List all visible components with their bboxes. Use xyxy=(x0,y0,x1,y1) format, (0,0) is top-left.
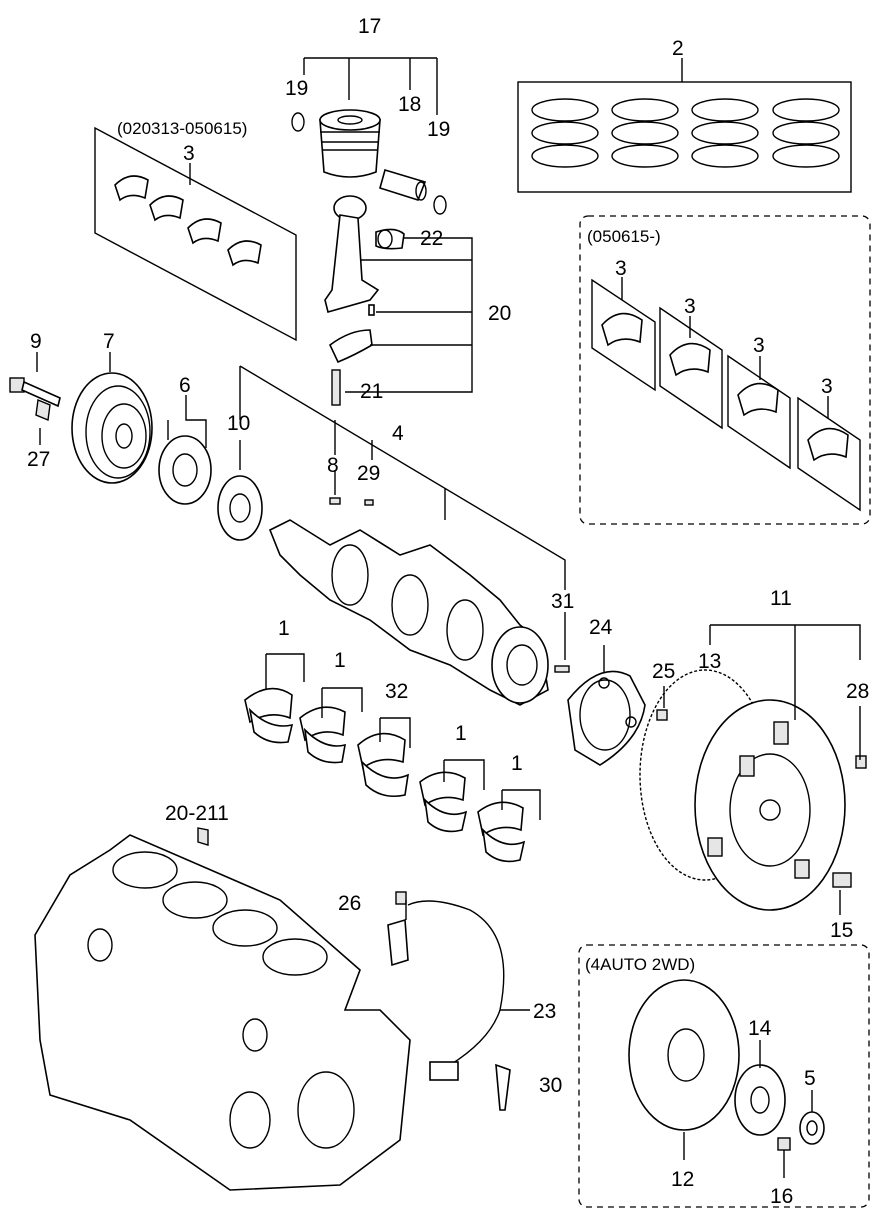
group-label-auto-trans: (4AUTO 2WD) xyxy=(585,955,695,974)
callout-2: 2 xyxy=(672,37,684,60)
callout-14: 14 xyxy=(748,1017,772,1040)
cylinder-block xyxy=(34,827,411,1191)
callout-16: 16 xyxy=(770,1185,793,1208)
callout-1-b: 1 xyxy=(334,649,346,672)
auto-drive-plate-group xyxy=(578,944,870,1208)
callout-25: 25 xyxy=(652,660,675,683)
bearing-set-old xyxy=(94,126,297,342)
crankshaft xyxy=(239,365,570,706)
flywheel xyxy=(639,624,867,915)
group-label-bearing-new: (050615-) xyxy=(587,227,661,246)
callout-3-new-c: 3 xyxy=(753,334,765,357)
callout-12: 12 xyxy=(671,1168,694,1191)
callout-32: 32 xyxy=(385,680,408,703)
callout-9: 9 xyxy=(30,330,42,353)
callout-26: 26 xyxy=(338,892,361,915)
callout-28: 28 xyxy=(846,680,869,703)
callout-3-new-a: 3 xyxy=(615,257,627,280)
callout-3-new-d: 3 xyxy=(821,375,833,398)
callout-31: 31 xyxy=(551,590,574,613)
callout-19-right: 19 xyxy=(427,118,450,141)
group-label-bearing-old: (020313-050615) xyxy=(117,119,247,138)
callout-20-211: 20-211 xyxy=(165,802,229,825)
callout-24: 24 xyxy=(589,616,613,639)
drive-plate xyxy=(567,645,668,766)
callout-8: 8 xyxy=(327,454,339,477)
callout-10: 10 xyxy=(227,412,250,435)
callout-27: 27 xyxy=(27,448,50,471)
callout-23: 23 xyxy=(533,1000,556,1023)
callout-3-old: 3 xyxy=(183,142,195,165)
callout-17: 17 xyxy=(358,15,381,38)
crank-sensor xyxy=(387,891,530,1111)
bearing-set-new xyxy=(579,215,871,525)
callout-18: 18 xyxy=(398,93,421,116)
callout-3-new-b: 3 xyxy=(684,295,696,318)
callout-29: 29 xyxy=(357,462,380,485)
callout-13: 13 xyxy=(698,650,721,673)
callout-6: 6 xyxy=(179,374,191,397)
callout-21: 21 xyxy=(360,380,383,403)
callout-1-a: 1 xyxy=(278,617,290,640)
callout-20: 20 xyxy=(488,302,511,325)
callout-15: 15 xyxy=(830,919,853,942)
piston-ring-set xyxy=(517,58,852,193)
callout-19-left: 19 xyxy=(285,77,308,100)
callout-1-d: 1 xyxy=(511,752,523,775)
callout-4: 4 xyxy=(392,422,404,445)
callout-1-c: 1 xyxy=(455,722,467,745)
callout-11: 11 xyxy=(770,587,792,610)
crank-pulley-group xyxy=(9,352,263,541)
piston-assembly xyxy=(291,57,447,215)
callout-7: 7 xyxy=(103,330,115,353)
callout-22: 22 xyxy=(420,227,443,250)
callout-30: 30 xyxy=(539,1074,562,1097)
crank-bearings xyxy=(244,653,541,863)
callout-5: 5 xyxy=(804,1067,816,1090)
connecting-rod xyxy=(324,195,473,406)
